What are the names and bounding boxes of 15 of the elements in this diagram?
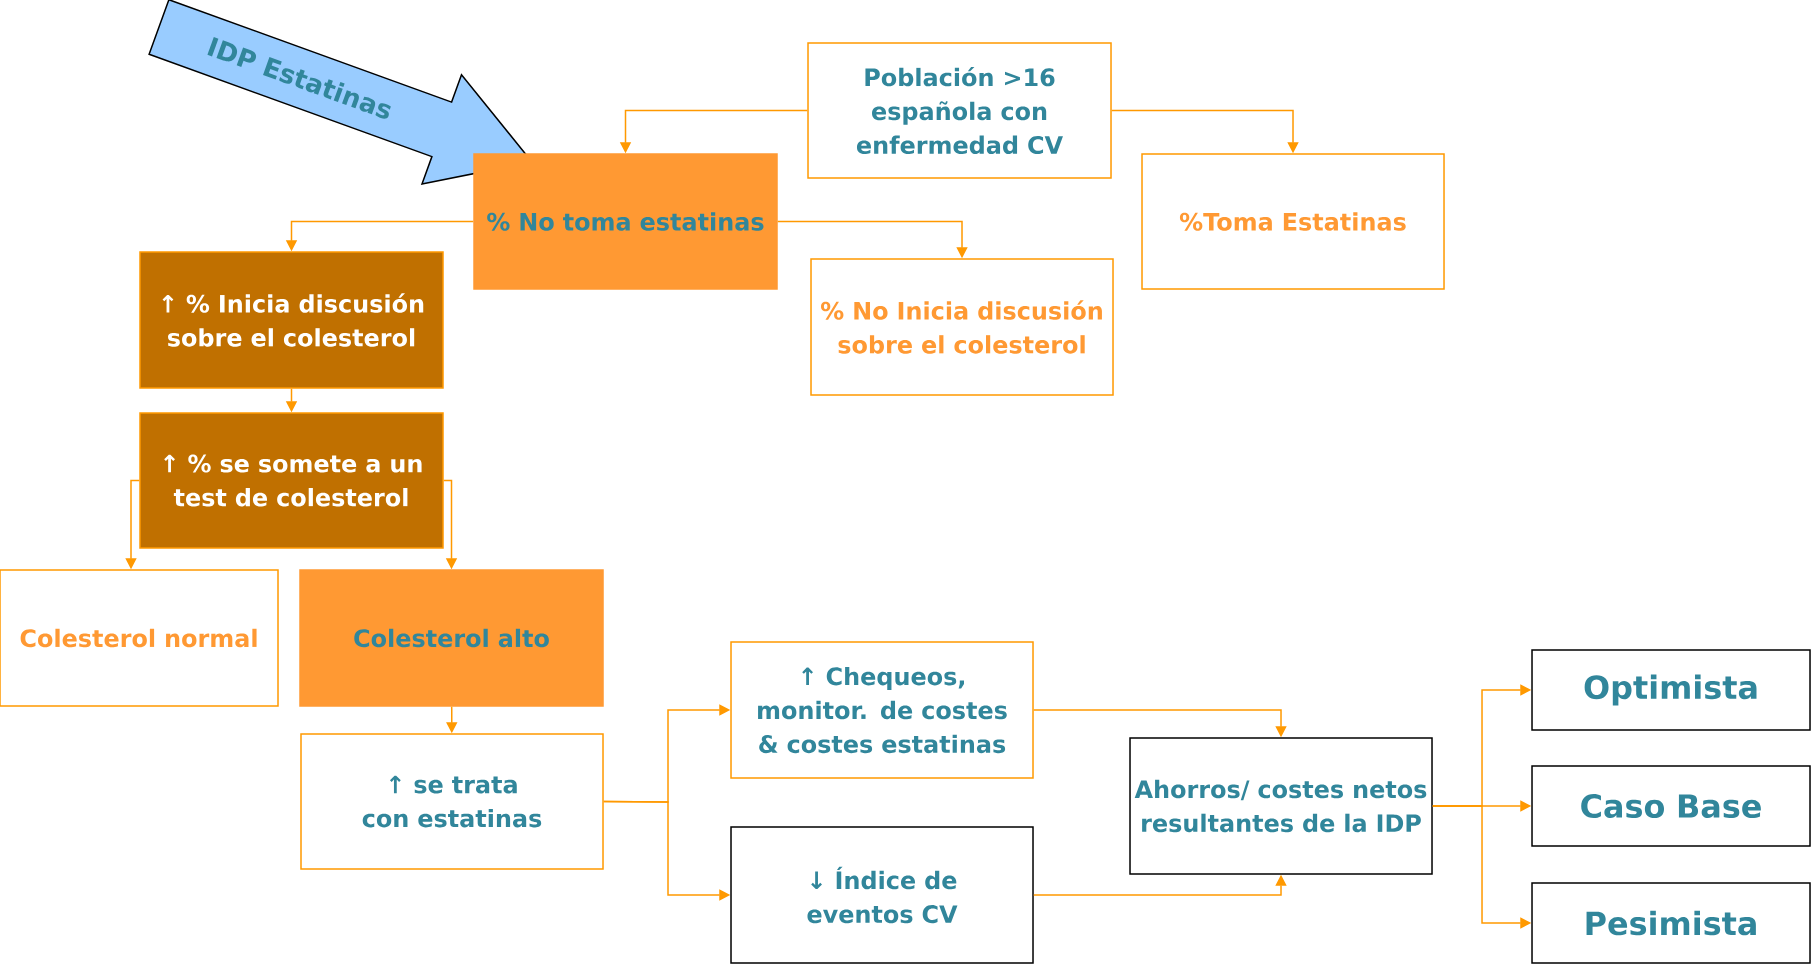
scenario-box: Caso Base bbox=[1531, 765, 1811, 847]
process-box: % No toma estatinas bbox=[473, 153, 778, 290]
process-box: ↑ Chequeos, monitor. de costes & costes estatinas bbox=[730, 641, 1034, 779]
process-box: % No Inicia discusión sobre el colesterol bbox=[810, 258, 1114, 396]
process-box: Población >16 española con enfermedad CV bbox=[807, 42, 1112, 179]
process-box: %Toma Estatinas bbox=[1141, 153, 1445, 290]
process-box: ↑ % se somete a un test de colesterol bbox=[139, 412, 444, 549]
process-box: Colesterol alto bbox=[299, 569, 604, 707]
scenario-box: Pesimista bbox=[1531, 882, 1811, 964]
process-box: ↓ Índice de eventos CV bbox=[730, 826, 1034, 964]
scenario-box: Optimista bbox=[1531, 649, 1811, 731]
process-box: Colesterol normal bbox=[0, 569, 279, 707]
process-box: ↑ % Inicia discusión sobre el colesterol bbox=[139, 251, 444, 389]
result-box: Ahorros/ costes netos resultantes de la IDP bbox=[1129, 737, 1433, 875]
process-box: ↑ se trata con estatinas bbox=[300, 733, 604, 870]
